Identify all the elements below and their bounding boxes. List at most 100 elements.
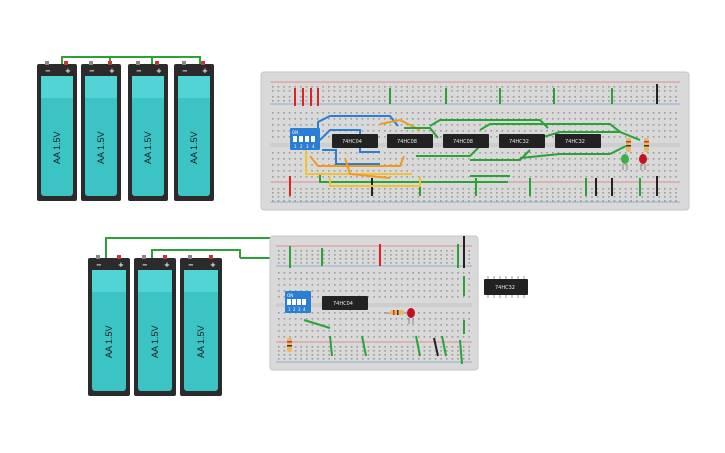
breadboard-hole bbox=[568, 130, 571, 132]
breadboard-hole bbox=[462, 192, 464, 194]
breadboard-hole bbox=[484, 130, 487, 132]
breadboard-top[interactable]: 74HC04 74HC08 74HC08 74HC32 74HC32 ON 1 … bbox=[260, 71, 690, 211]
breadboard-hole bbox=[647, 136, 649, 138]
breadboard-hole bbox=[401, 284, 403, 286]
breadboard-hole bbox=[608, 118, 610, 120]
breadboard-hole bbox=[445, 130, 448, 132]
breadboard-hole bbox=[350, 278, 353, 280]
chip-top-3[interactable]: 74HC08 bbox=[443, 134, 489, 148]
battery-cell[interactable]: − + AA 1.5V bbox=[88, 255, 130, 396]
breadboard-hole bbox=[395, 164, 397, 166]
breadboard-hole bbox=[602, 192, 604, 194]
battery-pack-bottom[interactable]: − + AA 1.5V − + AA 1.5V − + AA 1.5V bbox=[88, 237, 281, 396]
breadboard-hole bbox=[362, 354, 364, 356]
breadboard-bottom[interactable]: 74HC04 ON 1 2 3 4 bbox=[269, 235, 479, 371]
red-jumpers[interactable] bbox=[289, 88, 319, 196]
breadboard-hole bbox=[501, 196, 504, 198]
breadboard-hole bbox=[462, 86, 464, 88]
led-red[interactable] bbox=[407, 308, 415, 324]
breadboard-hole bbox=[339, 346, 342, 348]
chip-bottom[interactable]: 74HC04 bbox=[322, 296, 368, 310]
breadboard-hole bbox=[356, 284, 358, 286]
battery-cell[interactable]: − + AA 1.5V bbox=[37, 61, 77, 201]
breadboard-hole bbox=[289, 330, 291, 332]
breadboard-hole bbox=[378, 130, 380, 132]
breadboard-hole bbox=[440, 118, 442, 120]
breadboard-hole bbox=[372, 90, 375, 92]
breadboard-hole bbox=[451, 254, 454, 256]
battery-wire[interactable] bbox=[61, 56, 111, 64]
led-red[interactable] bbox=[639, 154, 647, 170]
breadboard-hole bbox=[390, 330, 392, 332]
breadboard-hole bbox=[518, 90, 520, 92]
breadboard-hole bbox=[540, 170, 543, 172]
resistor[interactable] bbox=[287, 338, 292, 352]
breadboard-hole bbox=[440, 358, 442, 360]
breadboard-hole bbox=[305, 192, 308, 194]
battery-cell[interactable]: − + AA 1.5V bbox=[81, 61, 121, 201]
breadboard-hole bbox=[479, 152, 481, 154]
chip-top-5[interactable]: 74HC32 bbox=[555, 134, 601, 148]
dip-switch-top[interactable]: ON 1 2 3 4 bbox=[290, 128, 320, 150]
breadboard-hole bbox=[518, 100, 520, 102]
chip-top-4[interactable]: 74HC32 bbox=[499, 134, 545, 148]
green-jumpers[interactable] bbox=[319, 88, 641, 196]
chip-loose[interactable]: 74HC32 bbox=[484, 276, 528, 298]
breadboard-hole bbox=[602, 112, 604, 114]
breadboard-hole bbox=[490, 96, 492, 98]
breadboard-hole bbox=[585, 158, 588, 160]
signal-wires[interactable] bbox=[305, 115, 641, 187]
chip-top-2[interactable]: 74HC08 bbox=[387, 134, 433, 148]
breadboard-hole bbox=[300, 250, 302, 252]
battery-wire[interactable] bbox=[151, 56, 201, 64]
breadboard-hole bbox=[675, 118, 677, 120]
breadboard-hole bbox=[339, 188, 341, 190]
breadboard-hole bbox=[429, 318, 431, 320]
battery-cell[interactable]: − + AA 1.5V bbox=[174, 61, 214, 201]
black-jumpers[interactable] bbox=[433, 236, 465, 357]
resistor[interactable] bbox=[626, 138, 631, 152]
breadboard-hole bbox=[322, 330, 325, 332]
led-green[interactable] bbox=[621, 154, 629, 170]
breadboard-hole bbox=[434, 100, 436, 102]
breadboard-hole bbox=[278, 318, 280, 320]
breadboard-hole bbox=[350, 346, 353, 348]
breadboard-hole bbox=[580, 96, 582, 98]
resistor[interactable] bbox=[644, 138, 649, 152]
breadboard-hole bbox=[428, 100, 431, 102]
battery-cell[interactable]: − + AA 1.5V bbox=[134, 255, 176, 396]
battery-cell[interactable]: − + AA 1.5V bbox=[128, 61, 168, 201]
battery-wire[interactable] bbox=[151, 249, 241, 258]
breadboard-hole bbox=[289, 284, 291, 286]
breadboard-hole bbox=[278, 296, 280, 298]
resistor[interactable] bbox=[384, 310, 408, 315]
breadboard-hole bbox=[322, 350, 325, 352]
battery-pack-top[interactable]: − + AA 1.5V − + AA 1.5V − + AA 1.5V bbox=[37, 56, 214, 201]
minus-sign: − bbox=[188, 261, 194, 269]
breadboard-hole bbox=[457, 278, 459, 280]
breadboard-hole bbox=[390, 346, 392, 348]
breadboard-hole bbox=[496, 152, 498, 154]
breadboard-hole bbox=[423, 200, 425, 202]
breadboard-hole bbox=[288, 90, 291, 92]
breadboard-hole bbox=[373, 278, 375, 280]
breadboard-hole bbox=[557, 130, 560, 132]
breadboard-hole bbox=[412, 118, 414, 120]
breadboard-hole bbox=[462, 336, 465, 338]
breadboard-hole bbox=[412, 164, 414, 166]
minus-sign: − bbox=[45, 67, 51, 75]
breadboard-hole bbox=[434, 312, 437, 314]
battery-wire[interactable] bbox=[105, 237, 281, 258]
breadboard-hole bbox=[283, 176, 285, 178]
breadboard-hole bbox=[300, 336, 302, 338]
breadboard-hole bbox=[328, 258, 330, 260]
chip-top-1[interactable]: 74HC04 bbox=[332, 134, 378, 148]
breadboard-hole bbox=[580, 158, 582, 160]
breadboard-hole bbox=[591, 158, 593, 160]
breadboard-hole bbox=[546, 164, 548, 166]
breadboard-hole bbox=[613, 90, 616, 92]
dip-switch-bottom[interactable]: ON 1 2 3 4 bbox=[285, 291, 311, 313]
battery-cell[interactable]: − + AA 1.5V bbox=[180, 255, 222, 396]
breadboard-hole bbox=[300, 272, 302, 274]
